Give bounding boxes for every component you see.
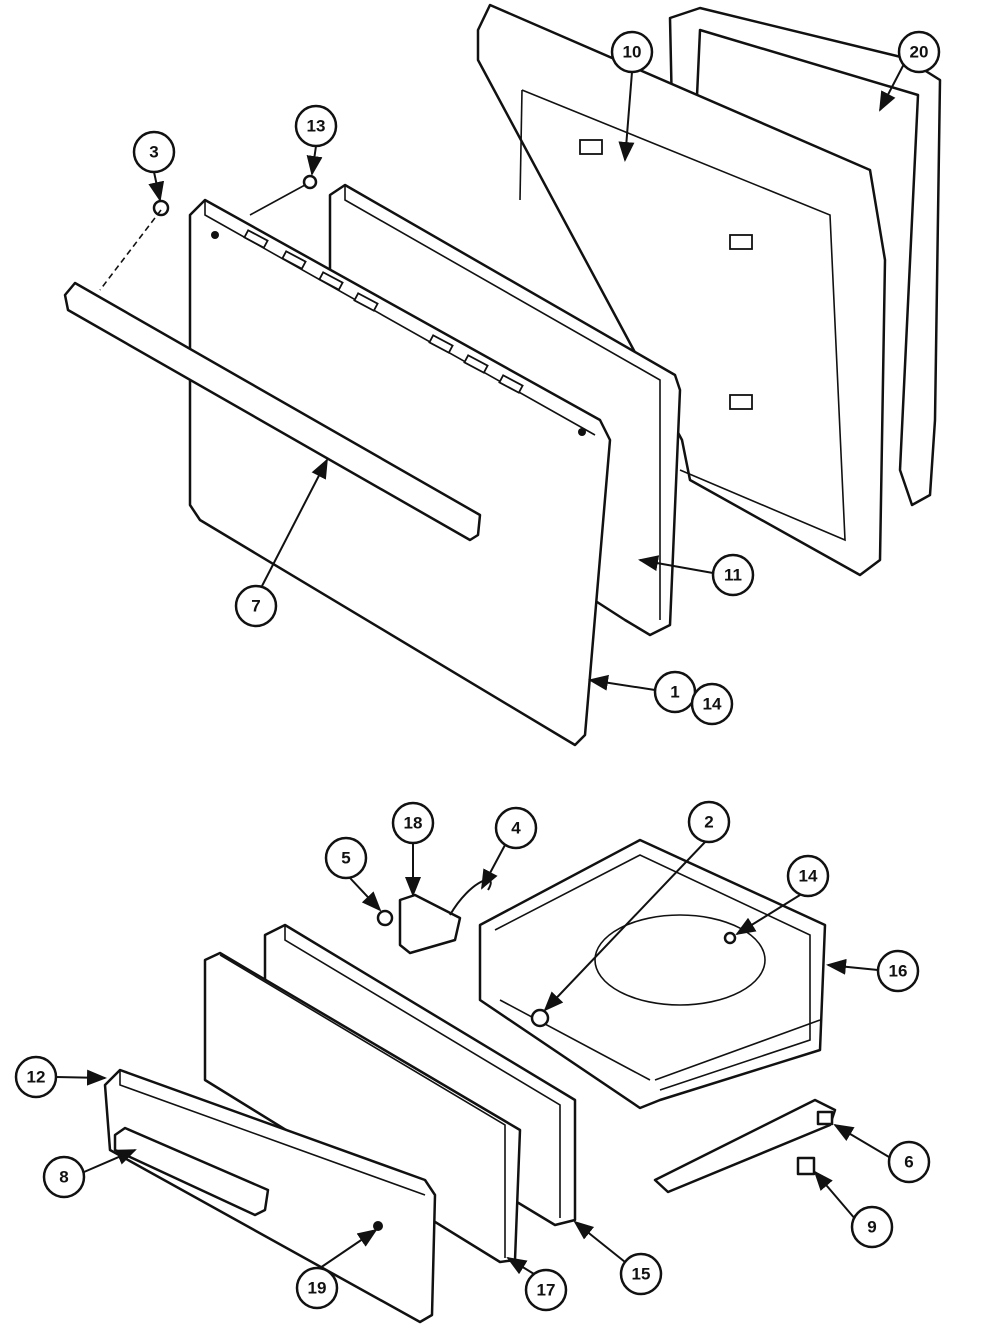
callout-18: 18 (391, 801, 435, 845)
drawer-rail (653, 1098, 837, 1194)
svg-text:2: 2 (704, 813, 713, 832)
nut (99, 199, 170, 291)
svg-text:8: 8 (59, 1168, 68, 1187)
svg-text:14: 14 (703, 695, 722, 714)
callout-11: 11 (711, 553, 755, 597)
svg-text:4: 4 (511, 819, 521, 838)
svg-text:11: 11 (724, 566, 742, 585)
callout-20: 20 (897, 30, 941, 74)
svg-text:14: 14 (799, 867, 818, 886)
callout-3: 3 (132, 130, 176, 174)
callout-7: 7 (234, 584, 278, 628)
drawer-nut (376, 909, 394, 927)
callout-1: 1 (653, 670, 697, 714)
rail-clip (796, 1156, 816, 1176)
callout-9: 9 (850, 1205, 894, 1249)
callout-12: 12 (14, 1055, 58, 1099)
svg-text:10: 10 (623, 43, 642, 62)
callout-14-drawer: 14 (786, 854, 830, 898)
door-vent-slots (243, 229, 524, 394)
svg-text:18: 18 (404, 814, 423, 833)
svg-text:17: 17 (537, 1281, 556, 1300)
callout-6: 6 (887, 1140, 931, 1184)
svg-text:16: 16 (889, 962, 908, 981)
svg-text:20: 20 (910, 43, 929, 62)
svg-text:3: 3 (149, 143, 158, 162)
inner-door-panel (476, 3, 887, 577)
svg-text:7: 7 (251, 597, 260, 616)
leader-lines (55, 61, 906, 1275)
callout-10: 10 (610, 30, 654, 74)
svg-text:9: 9 (867, 1218, 876, 1237)
callout-17: 17 (524, 1268, 568, 1312)
svg-text:15: 15 (632, 1265, 651, 1284)
svg-text:1: 1 (670, 683, 679, 702)
callout-13: 13 (294, 104, 338, 148)
callout-15: 15 (619, 1252, 663, 1296)
callout-2: 2 (687, 800, 731, 844)
callout-16: 16 (876, 949, 920, 993)
svg-text:6: 6 (904, 1153, 913, 1172)
callout-4: 4 (494, 806, 538, 850)
screw (249, 174, 318, 216)
drawer-box (478, 838, 827, 1110)
drawer-front-panel (103, 1068, 437, 1324)
callout-19: 19 (295, 1266, 339, 1310)
callout-5: 5 (324, 836, 368, 880)
drawer-handle (113, 1126, 270, 1217)
svg-text:19: 19 (308, 1279, 327, 1298)
svg-text:13: 13 (307, 117, 326, 136)
door-handle (63, 281, 482, 542)
callout-8: 8 (42, 1155, 86, 1199)
callout-14-door: 14 (690, 682, 734, 726)
svg-text:5: 5 (341, 849, 350, 868)
svg-text:12: 12 (27, 1068, 46, 1087)
